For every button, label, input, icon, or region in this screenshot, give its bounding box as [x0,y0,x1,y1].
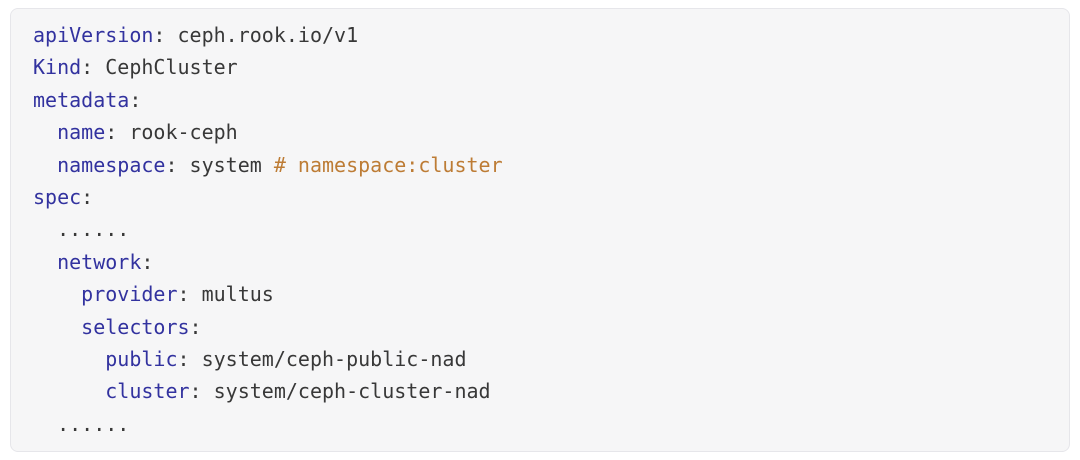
code-token-plain [33,153,57,177]
code-token-comment: # namespace:cluster [273,152,503,177]
code-line: namespace: system # namespace:cluster [33,149,1047,181]
code-line: cluster: system/ceph-cluster-nad [33,375,1047,407]
code-token-plain: : ceph.rook.io/v1 [153,23,359,47]
code-line: network: [33,246,1047,278]
code-line: provider: multus [33,278,1047,310]
code-token-key: metadata [33,87,130,112]
code-line: selectors: [33,311,1047,343]
code-token-key: public [105,346,178,371]
code-token-plain: : [81,184,94,209]
code-line: spec: [33,181,1047,213]
code-token-plain: : [129,87,142,112]
code-line: public: system/ceph-public-nad [33,343,1047,375]
code-token-plain: : system/ceph-public-nad [177,346,467,371]
code-token-key: cluster [105,379,190,404]
code-token-plain [33,315,81,339]
code-line: name: rook-ceph [33,116,1047,148]
code-token-plain: : system/ceph-cluster-nad [189,379,491,404]
code-token-key: provider [81,282,178,307]
code-line: ...... [33,213,1047,245]
code-token-plain: : rook-ceph [105,120,238,145]
code-token-key: Kind [33,55,82,80]
code-token-key: network [57,249,142,274]
code-token-plain [33,282,81,306]
code-token-plain [33,250,57,274]
code-token-key: namespace [57,152,166,177]
code-token-plain [33,347,105,371]
code-token-plain: : CephCluster [81,55,238,80]
code-token-plain: : system [165,152,274,177]
code-token-plain: : [189,314,202,339]
code-line: metadata: [33,84,1047,116]
code-token-plain [33,379,105,403]
code-token-plain: ...... [33,411,130,436]
code-line: Kind: CephCluster [33,51,1047,83]
code-token-key: apiVersion [33,23,154,47]
code-line: apiVersion: ceph.rook.io/v1 [33,19,1047,51]
code-token-plain: ...... [33,217,130,242]
code-token-plain: : multus [177,282,274,307]
code-token-key: name [57,120,106,145]
code-token-plain: : [141,249,154,274]
code-token-key: selectors [81,314,190,339]
code-token-key: spec [33,184,82,209]
code-line: ...... [33,408,1047,440]
code-token-plain [33,120,57,144]
